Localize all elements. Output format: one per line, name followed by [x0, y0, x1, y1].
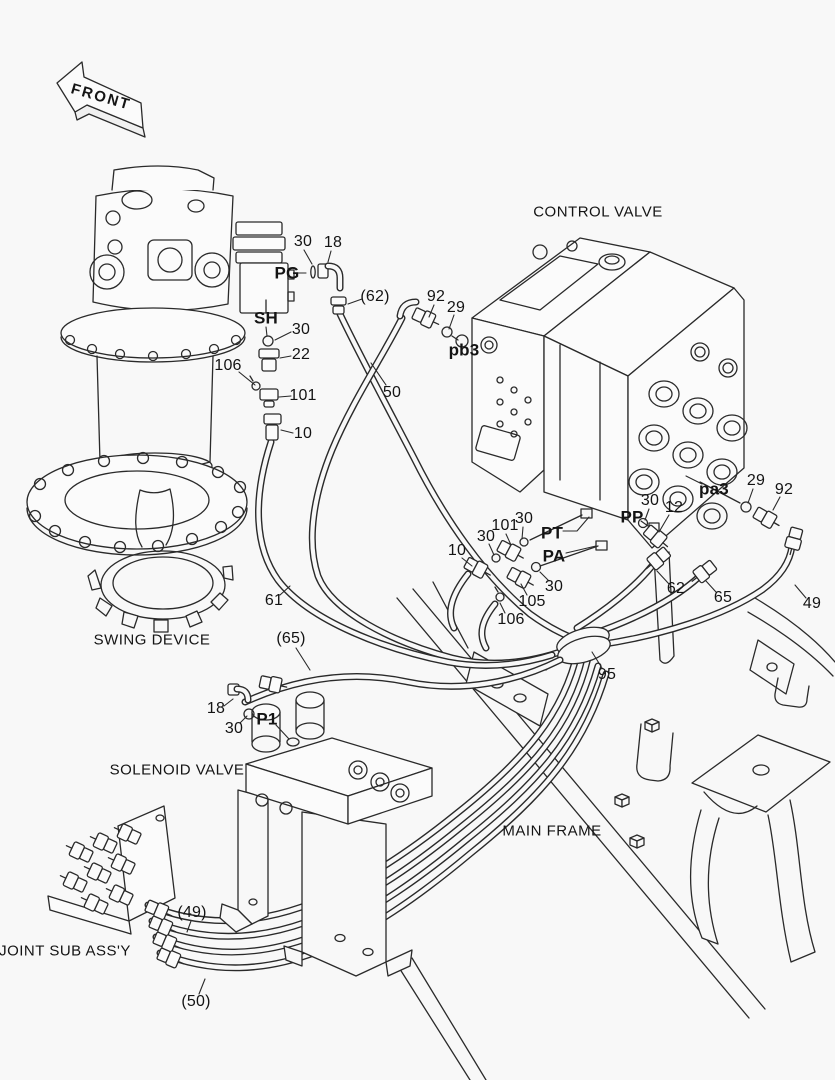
callout-10-sh: 10: [293, 425, 313, 442]
callout-50-hose: 50: [382, 384, 402, 401]
callout-65-hose: 65: [713, 589, 733, 606]
leader-lines: [186, 249, 807, 995]
callout-62-paren: (62): [360, 288, 390, 305]
callout-18-p1: 18: [206, 700, 226, 717]
port-label-pa3: pa3: [699, 479, 729, 499]
label-main-frame: MAIN FRAME: [502, 822, 602, 840]
label-swing-device: SWING DEVICE: [93, 631, 211, 649]
callout-62-hose: 62: [666, 580, 686, 597]
label-solenoid-valve: SOLENOID VALVE: [109, 761, 245, 779]
main-frame-drawing: [396, 551, 835, 1080]
callout-106-sh: 106: [214, 357, 242, 374]
callout-30-pp: 30: [640, 492, 660, 509]
callout-92-pb3: 92: [426, 288, 446, 305]
callout-29-pb3: 29: [446, 299, 466, 316]
fittings-drawing: [143, 262, 806, 972]
joint-sub-assy-drawing: [47, 805, 176, 935]
callout-10-pt: 10: [447, 542, 467, 559]
callout-61-hose: 61: [264, 592, 284, 609]
solenoid-valve-drawing: [219, 691, 433, 977]
swing-device-drawing: [26, 165, 295, 633]
callout-101-sh: 101: [289, 387, 317, 404]
callout-30-pt-upper: 30: [514, 510, 534, 527]
callout-92-pa3: 92: [774, 481, 794, 498]
callout-65-paren: (65): [276, 630, 306, 647]
port-label-pt: PT: [540, 523, 564, 543]
callout-101-pt: 101: [491, 517, 519, 534]
label-control-valve: CONTROL VALVE: [533, 203, 663, 221]
port-label-pb3: pb3: [448, 340, 480, 360]
port-label-pg: PG: [274, 263, 300, 283]
port-label-pa: PA: [542, 546, 566, 566]
front-arrow-shape: [56, 61, 146, 138]
callout-30-p1: 30: [224, 720, 244, 737]
callout-50-paren: (50): [181, 993, 211, 1010]
control-valve-drawing: [455, 237, 748, 551]
callout-30-sh: 30: [291, 321, 311, 338]
port-label-pp: PP: [620, 507, 644, 527]
hose-clamp-95: [545, 626, 611, 671]
callout-30-pg: 30: [293, 233, 313, 250]
callout-95-clamp: 95: [597, 666, 617, 683]
callout-105-pa: 105: [518, 593, 546, 610]
callout-49-hose: 49: [802, 595, 822, 612]
label-joint-sub-assy: JOINT SUB ASS'Y: [0, 942, 131, 960]
callout-22-sh: 22: [291, 346, 311, 363]
callout-18-pg: 18: [323, 234, 343, 251]
callout-30-pt-lower: 30: [476, 528, 496, 545]
callout-49-paren: (49): [177, 904, 207, 921]
callout-12-pp: 12: [664, 499, 684, 516]
callout-29-pa3: 29: [746, 472, 766, 489]
port-label-p1: P1: [256, 709, 278, 729]
callout-106-pa: 106: [497, 611, 525, 628]
callout-30-pa: 30: [544, 578, 564, 595]
port-label-sh: SH: [253, 308, 279, 328]
